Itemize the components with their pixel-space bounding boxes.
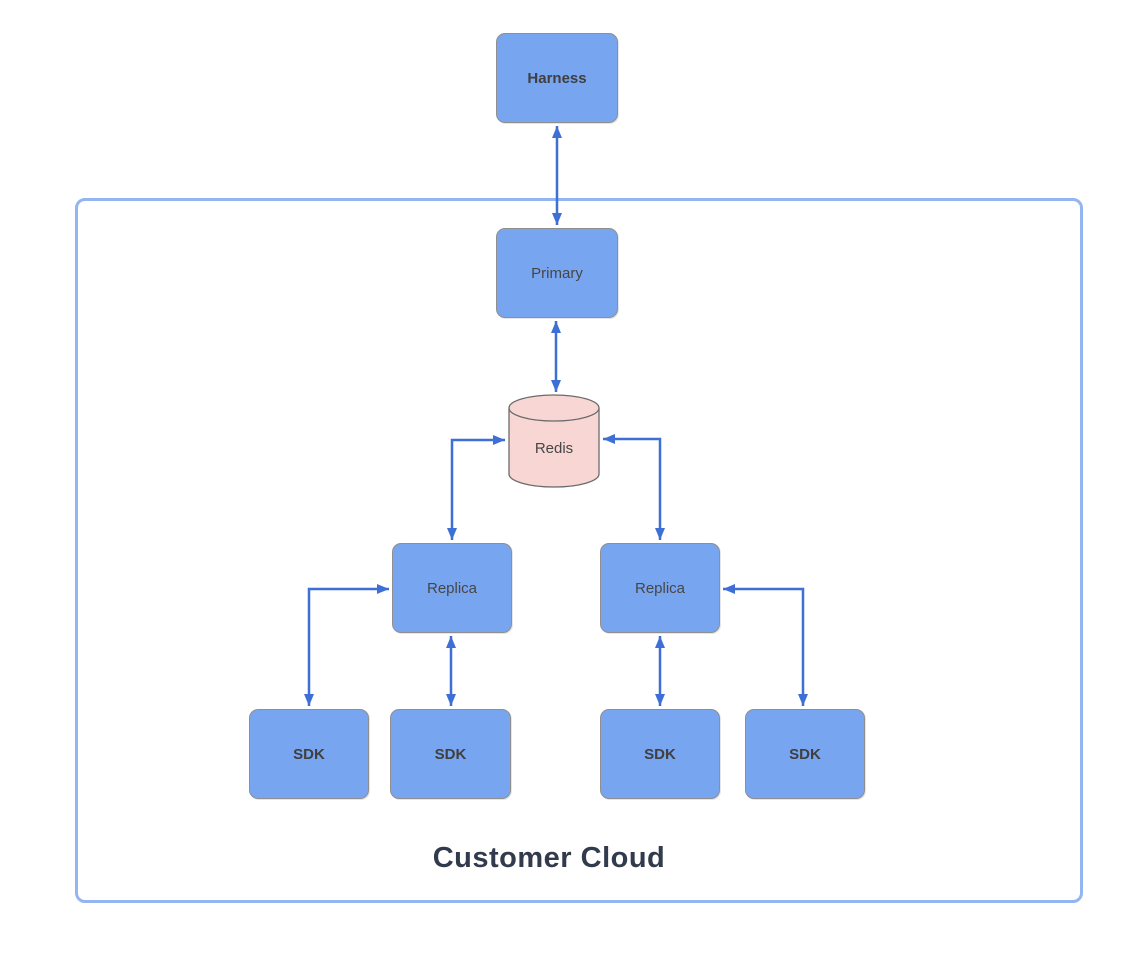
customer-cloud-container bbox=[75, 198, 1083, 903]
node-replica-right-label: Replica bbox=[634, 579, 686, 597]
node-sdk-4-label: SDK bbox=[789, 745, 821, 763]
node-sdk-2-label: SDK bbox=[434, 745, 467, 763]
node-sdk-2: SDK bbox=[390, 709, 511, 799]
customer-cloud-label: Customer Cloud bbox=[432, 842, 666, 874]
node-harness: Harness bbox=[496, 33, 618, 123]
redis-cylinder-icon bbox=[508, 394, 600, 488]
node-replica-right: Replica bbox=[600, 543, 720, 633]
node-sdk-1-label: SDK bbox=[293, 745, 325, 763]
node-sdk-1: SDK bbox=[249, 709, 369, 799]
node-replica-left: Replica bbox=[392, 543, 512, 633]
node-replica-left-label: Replica bbox=[426, 579, 478, 597]
node-redis: Redis bbox=[508, 394, 600, 488]
node-primary-label: Primary bbox=[531, 264, 583, 282]
node-sdk-3: SDK bbox=[600, 709, 720, 799]
node-harness-label: Harness bbox=[527, 69, 587, 87]
node-sdk-4: SDK bbox=[745, 709, 865, 799]
node-redis-label: Redis bbox=[534, 439, 574, 457]
node-sdk-3-label: SDK bbox=[644, 745, 676, 763]
node-primary: Primary bbox=[496, 228, 618, 318]
